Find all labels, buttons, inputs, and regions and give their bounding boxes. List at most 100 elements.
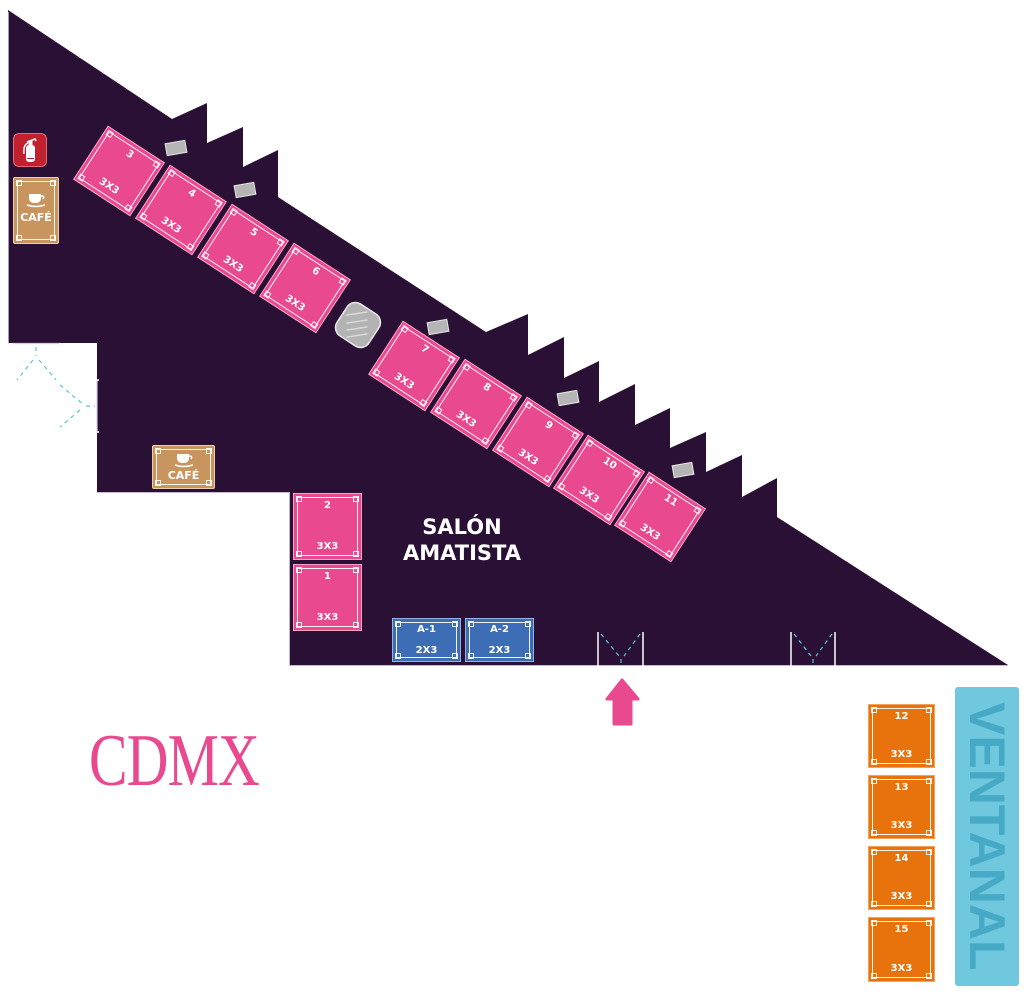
sign-corner	[206, 448, 212, 454]
cafe-label: CAFÉ	[167, 469, 200, 482]
booth-15[interactable]: 15 3X3	[868, 917, 935, 982]
sign-corner	[50, 235, 56, 241]
booth-number: A-1	[417, 624, 436, 635]
booth-corner	[926, 973, 932, 979]
sign-corner	[50, 180, 56, 186]
booth-corner	[871, 707, 877, 713]
column-marker-icon	[671, 461, 695, 479]
sign-corner	[16, 235, 22, 241]
booth-corner	[468, 653, 474, 659]
hall-name-line1: SALÓN	[422, 515, 502, 539]
booth-number: 13	[894, 782, 909, 793]
booth-number: 12	[894, 711, 909, 722]
booth-number: 14	[894, 853, 909, 864]
booth-a-1[interactable]: A-1 2X3	[392, 618, 461, 662]
cafe-sign-bottom: CAFÉ	[152, 445, 215, 489]
booth-corner	[452, 653, 458, 659]
door-entrance-2	[790, 632, 836, 667]
booth-number: 2	[324, 500, 331, 511]
sign-corner	[16, 180, 22, 186]
cafe-sign-top: CAFÉ	[13, 177, 59, 244]
door-entrance-1	[597, 632, 644, 667]
booth-inner-border	[469, 622, 530, 658]
booth-1[interactable]: 1 3X3	[293, 564, 362, 631]
booth-size: 2X3	[415, 645, 438, 656]
sign-corner	[206, 480, 212, 486]
column-marker-icon	[233, 181, 257, 199]
booth-number: 1	[324, 571, 331, 582]
booth-corner	[353, 496, 359, 502]
sign-inner-border	[17, 181, 55, 240]
booth-corner	[296, 551, 302, 557]
fire-extinguisher-sign	[13, 133, 47, 167]
coffee-cup-icon	[174, 454, 193, 468]
booth-inner-border	[297, 497, 358, 556]
hall-floor	[8, 10, 1008, 665]
booth-corner	[871, 759, 877, 765]
hall-name: SALÓN AMATISTA	[382, 514, 542, 566]
booth-corner	[468, 621, 474, 627]
city-logo: CDMX	[89, 720, 260, 802]
booth-corner	[871, 830, 877, 836]
sign-corner	[155, 448, 161, 454]
sign-corner	[155, 480, 161, 486]
window-area: VENTANAL	[955, 687, 1019, 986]
window-label: VENTANAL	[959, 702, 1015, 971]
booth-corner	[395, 621, 401, 627]
booth-2[interactable]: 2 3X3	[293, 493, 362, 560]
booth-corner	[871, 778, 877, 784]
booth-corner	[525, 621, 531, 627]
booth-inner-border	[297, 568, 358, 627]
booth-14[interactable]: 14 3X3	[868, 846, 935, 910]
booth-corner	[871, 920, 877, 926]
hall-name-line2: AMATISTA	[403, 541, 521, 565]
column-marker-icon	[556, 389, 580, 407]
column-marker-icon	[426, 318, 450, 336]
booth-inner-border	[872, 779, 931, 835]
booth-corner	[353, 551, 359, 557]
column-marker-icon	[164, 139, 188, 157]
booth-size: 3X3	[316, 612, 339, 623]
booth-number: A-2	[490, 624, 509, 635]
booth-corner	[926, 707, 932, 713]
booth-corner	[926, 759, 932, 765]
booth-corner	[926, 849, 932, 855]
booth-size: 3X3	[890, 749, 913, 760]
cafe-label: CAFÉ	[20, 211, 52, 224]
booth-size: 3X3	[890, 820, 913, 831]
fire-extinguisher-icon	[23, 138, 37, 162]
booth-12[interactable]: 12 3X3	[868, 704, 935, 768]
booth-corner	[296, 622, 302, 628]
door-swing-icon	[16, 347, 95, 428]
booth-corner	[871, 901, 877, 907]
booth-corner	[353, 567, 359, 573]
booth-corner	[926, 901, 932, 907]
sign-inner-border	[156, 449, 211, 485]
booth-size: 2X3	[488, 645, 511, 656]
booth-corner	[871, 849, 877, 855]
booth-size: 3X3	[890, 891, 913, 902]
booth-corner	[296, 496, 302, 502]
booth-corner	[452, 621, 458, 627]
door-swing-icon	[600, 633, 641, 667]
coffee-cup-icon	[26, 194, 46, 208]
booth-corner	[926, 920, 932, 926]
booth-corner	[871, 973, 877, 979]
booth-inner-border	[872, 850, 931, 906]
door-swing-icon	[793, 633, 833, 667]
door-side-top	[11, 342, 95, 428]
booth-a-2[interactable]: A-2 2X3	[465, 618, 534, 662]
booth-corner	[525, 653, 531, 659]
booth-corner	[926, 778, 932, 784]
booth-13[interactable]: 13 3X3	[868, 775, 935, 839]
booth-number: 15	[894, 924, 909, 935]
booth-size: 3X3	[316, 541, 339, 552]
booth-corner	[395, 653, 401, 659]
booth-inner-border	[396, 622, 457, 658]
booth-corner	[353, 622, 359, 628]
booth-corner	[926, 830, 932, 836]
entrance-arrow-icon	[605, 678, 640, 726]
door-side-right	[95, 379, 99, 433]
